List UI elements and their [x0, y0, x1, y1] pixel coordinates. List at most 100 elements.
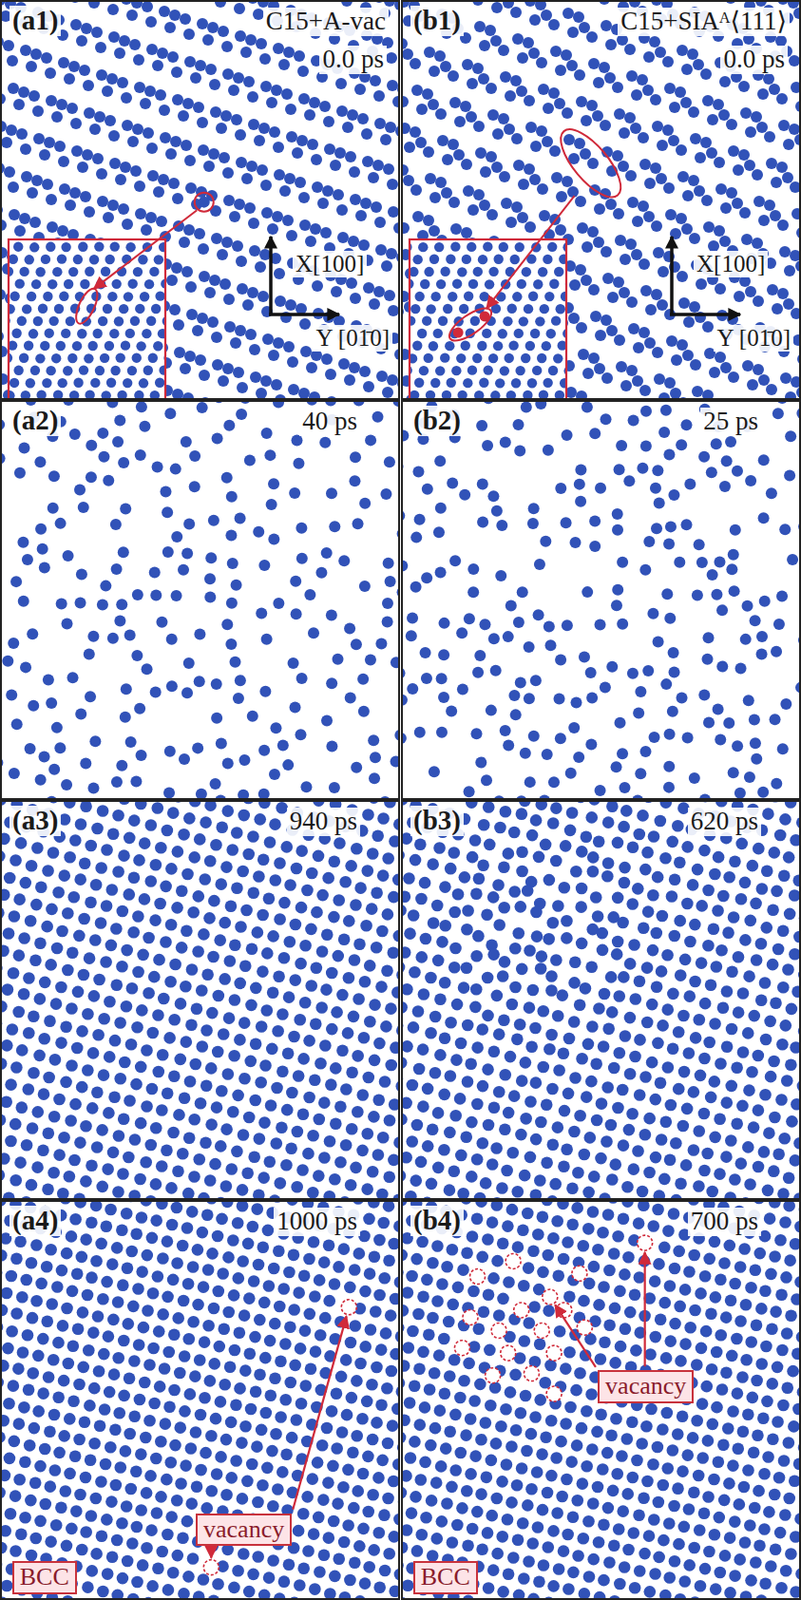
atom	[687, 174, 700, 187]
atom	[491, 304, 501, 314]
atom	[682, 349, 694, 362]
atom	[538, 209, 551, 222]
atom	[3, 166, 16, 178]
atom	[577, 348, 590, 361]
atom	[42, 1126, 56, 1140]
atom	[150, 686, 162, 698]
atom	[164, 745, 176, 758]
atom	[490, 665, 502, 677]
atom	[510, 75, 522, 87]
atom	[33, 316, 43, 326]
atom	[119, 711, 132, 724]
atom	[31, 1161, 44, 1174]
atom	[549, 145, 561, 157]
atom	[207, 21, 219, 34]
atom	[35, 353, 45, 363]
atom	[261, 427, 273, 439]
atom	[222, 362, 234, 375]
atom	[132, 352, 142, 363]
atom	[528, 47, 540, 59]
atom	[95, 41, 107, 54]
atom	[749, 737, 762, 749]
atom	[285, 103, 297, 115]
atom	[414, 514, 426, 526]
atom	[92, 152, 104, 165]
atom	[29, 953, 42, 967]
atom	[13, 365, 23, 376]
atom	[222, 68, 234, 80]
atom	[75, 708, 87, 721]
atom	[287, 383, 300, 396]
atom	[385, 52, 398, 64]
atom	[784, 430, 797, 442]
atom	[25, 859, 39, 873]
atom	[261, 633, 273, 646]
atom	[491, 505, 503, 517]
atom	[367, 734, 380, 746]
atom	[191, 742, 204, 754]
atom	[663, 182, 675, 194]
atom	[548, 365, 558, 376]
atom	[425, 304, 436, 314]
atom	[505, 216, 517, 229]
atom	[505, 599, 517, 611]
atom	[232, 366, 245, 379]
atom	[294, 728, 306, 741]
atom	[412, 466, 424, 478]
atom	[543, 620, 555, 632]
atom	[31, 1106, 44, 1119]
atom	[153, 254, 164, 265]
atom	[387, 305, 400, 317]
atom	[28, 90, 40, 102]
atom	[519, 747, 532, 760]
atom	[147, 170, 159, 182]
atom	[706, 114, 719, 126]
atom	[470, 316, 480, 326]
atom	[616, 747, 629, 760]
atom	[178, 753, 191, 765]
atom	[663, 538, 675, 551]
atom	[410, 581, 422, 593]
atom	[664, 377, 676, 389]
atom	[7, 967, 20, 980]
atom	[648, 731, 661, 744]
atom	[299, 219, 311, 231]
atom	[468, 279, 478, 289]
atom	[40, 920, 54, 934]
atom	[84, 839, 97, 853]
atom	[611, 584, 624, 596]
atom	[44, 958, 58, 972]
atom	[13, 893, 26, 906]
atom	[252, 526, 265, 538]
atom	[606, 661, 618, 673]
atom	[600, 413, 612, 425]
atom	[656, 299, 668, 311]
atom	[124, 629, 136, 641]
atom	[458, 304, 469, 314]
atom	[650, 288, 663, 301]
atom	[421, 315, 432, 325]
atom	[520, 400, 533, 413]
atom	[478, 378, 489, 388]
atom	[567, 186, 579, 198]
atom	[666, 335, 678, 347]
atom	[332, 653, 344, 666]
atom	[731, 740, 744, 752]
atom	[478, 199, 491, 211]
atom	[660, 678, 672, 690]
atom	[120, 92, 133, 104]
atom	[108, 31, 120, 43]
atom	[120, 340, 131, 350]
atom	[258, 122, 270, 134]
atom	[385, 247, 398, 260]
inset-ground	[409, 239, 567, 401]
atom	[296, 553, 308, 565]
atom	[169, 9, 181, 21]
atom	[7, 82, 20, 95]
atom	[373, 90, 385, 102]
atom	[752, 295, 764, 307]
atom	[488, 267, 498, 277]
atom	[48, 763, 60, 776]
atom	[362, 282, 375, 294]
atom	[705, 466, 718, 478]
